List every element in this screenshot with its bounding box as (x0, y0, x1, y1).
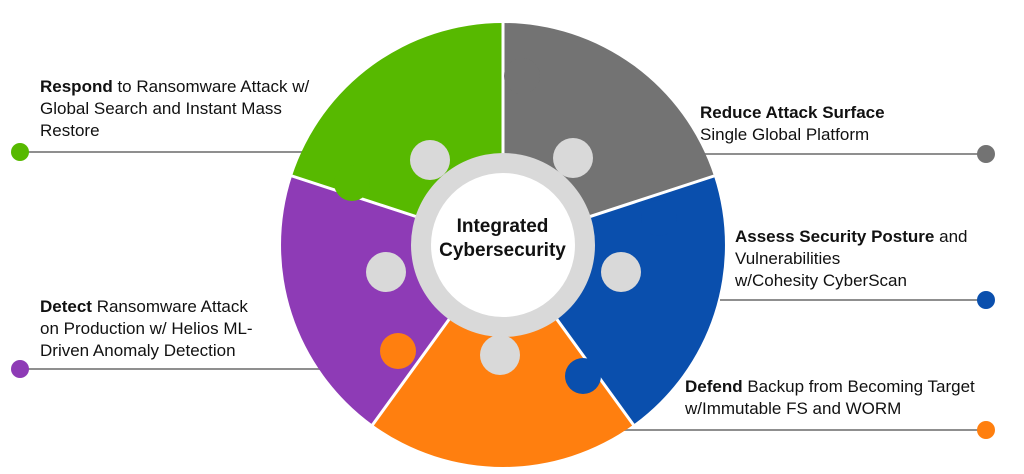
detect-dot (11, 360, 29, 378)
connector-assess (720, 291, 995, 309)
detect-label: Detect Ransomware Attack on Production w… (40, 296, 253, 362)
defend-line2: w/Immutable FS and WORM (685, 399, 902, 418)
assess-knob (641, 200, 677, 236)
respond-line1: Respond to Ransomware Attack w/ (40, 76, 309, 98)
reduce-dot (977, 145, 995, 163)
center-title: Integrated Cybersecurity (400, 215, 605, 263)
reduce-line2: Single Global Platform (700, 125, 870, 144)
defend-line1-rest: Backup from Becoming Target (742, 377, 975, 396)
assess-line2: Vulnerabilities (735, 249, 841, 268)
defend-line1: Defend Backup from Becoming Target (685, 376, 975, 398)
center-title-line1: Integrated (456, 216, 549, 237)
defend-knob (565, 358, 601, 394)
detect-line1: Detect Ransomware Attack (40, 296, 253, 318)
reduce-bold: Reduce Attack Surface (700, 103, 885, 122)
connector-detect (11, 360, 340, 378)
detect-line1-rest: Ransomware Attack (91, 297, 248, 316)
reduce-line1: Reduce Attack Surface (700, 102, 885, 124)
assess-line1-rest: and (934, 227, 968, 246)
inner-gear (366, 138, 641, 375)
detect-line3: Driven Anomaly Detection (40, 341, 236, 360)
detect-line2: on Production w/ Helios ML- (40, 319, 253, 338)
respond-knob (334, 165, 370, 201)
reduce-knob (504, 58, 540, 94)
assess-line1: Assess Security Posture and (735, 226, 967, 248)
center-title-line2: Cybersecurity (439, 240, 566, 261)
assess-bold: Assess Security Posture (735, 227, 935, 246)
assess-dot (977, 291, 995, 309)
defend-piece (372, 302, 634, 468)
defend-dot (977, 421, 995, 439)
detect-bold: Detect (40, 297, 92, 316)
respond-line1-rest: to Ransomware Attack w/ (112, 77, 310, 96)
defend-bold: Defend (685, 377, 743, 396)
reduce-label: Reduce Attack Surface Single Global Plat… (700, 102, 885, 146)
respond-bold: Respond (40, 77, 113, 96)
connector-defend (580, 421, 995, 439)
defend-label: Defend Backup from Becoming Target w/Imm… (685, 376, 975, 420)
assess-line3: w/Cohesity CyberScan (735, 271, 907, 290)
respond-label: Respond to Ransomware Attack w/ Global S… (40, 76, 309, 142)
respond-dot (11, 143, 29, 161)
detect-knob (380, 333, 416, 369)
connector-reduce (700, 145, 995, 163)
respond-line3: Restore (40, 121, 100, 140)
respond-line2: Global Search and Instant Mass (40, 99, 282, 118)
connector-respond (11, 143, 306, 161)
assess-label: Assess Security Posture and Vulnerabilit… (735, 226, 967, 292)
